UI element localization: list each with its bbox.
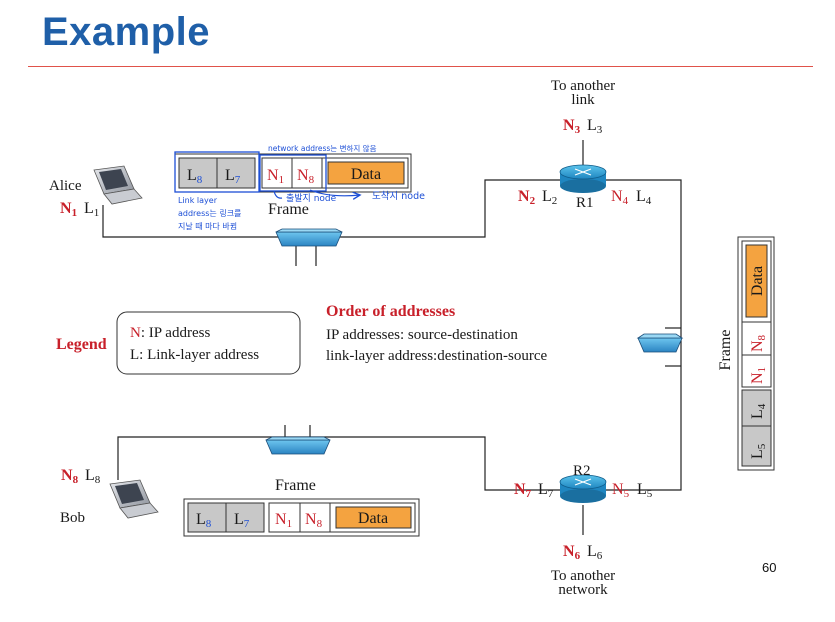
svg-text:L6: L6	[587, 543, 603, 562]
annotation-link-layer-2: address는 링크를	[178, 208, 241, 218]
r2-label: R2	[573, 463, 591, 479]
alice-name: Alice	[49, 178, 82, 194]
svg-text:N1: N1	[267, 167, 284, 186]
r2-right-addresses: N5 L5	[612, 481, 653, 500]
svg-text:L3: L3	[587, 117, 603, 136]
svg-text:N8: N8	[297, 167, 315, 186]
svg-text:L4: L4	[749, 403, 768, 419]
bob-n: N	[61, 467, 73, 484]
laptop-alice-icon	[93, 165, 143, 205]
bob-n-sub: 8	[73, 474, 79, 486]
annotation-link-layer-3: 지날 때 마다 바뀜	[178, 221, 237, 231]
r2-bottom-caption-2: network	[558, 582, 608, 598]
bob-addresses: N8 L8	[61, 467, 101, 486]
order-line-1: IP addresses: source-destination	[326, 327, 518, 343]
frame-bottom: L8 L7 N1 N8 Data	[183, 498, 420, 537]
r1-right-addresses: N4 L4	[611, 188, 652, 207]
svg-text:N6: N6	[563, 543, 581, 562]
bob-name: Bob	[60, 510, 85, 526]
legend-title: Legend	[56, 336, 107, 353]
svg-text:N1: N1	[749, 367, 768, 384]
legend-ip: N: IP address	[130, 325, 210, 341]
annotation-network-address: network address는 변하지 않음	[268, 143, 377, 153]
svg-text:N1: N1	[60, 200, 77, 219]
svg-text:Data: Data	[749, 266, 766, 296]
title-divider	[28, 66, 813, 67]
switch-top	[275, 228, 343, 266]
svg-text:L8: L8	[196, 511, 212, 530]
alice-l: L	[84, 200, 94, 217]
svg-text:L5: L5	[749, 443, 768, 459]
svg-text:L7: L7	[538, 481, 554, 500]
bob-l: L	[85, 467, 95, 484]
svg-text:N5: N5	[612, 481, 630, 500]
r1-left-addresses: N2 L2	[518, 188, 557, 207]
router-r2	[559, 474, 607, 503]
router-r1	[559, 164, 607, 193]
annotation-dest-arrow	[309, 189, 360, 196]
link-alice-r1	[102, 179, 560, 238]
switch-right	[636, 327, 684, 367]
svg-text:N4: N4	[611, 188, 629, 207]
svg-text:N1: N1	[275, 511, 292, 530]
r2-bottom-caption-1: To another	[551, 568, 615, 584]
svg-text:N7: N7	[514, 481, 532, 500]
frame-top: L8 L7 N1 N8 Data	[174, 151, 412, 193]
annotation-link-layer-1: Link layer	[178, 196, 218, 205]
svg-text:Data: Data	[358, 510, 388, 527]
alice-l-sub: 1	[94, 207, 100, 219]
svg-text:L7: L7	[234, 511, 250, 530]
annotation-start-node: 출발지 node	[286, 193, 337, 204]
annotation-start-arrow	[273, 190, 283, 199]
svg-text:Data: Data	[351, 166, 381, 183]
annotation-dest-node: 도착지 node	[372, 191, 425, 202]
r2-left-addresses: N7 L7	[514, 481, 554, 500]
r1-top-caption-2: link	[571, 92, 595, 108]
alice-n: N	[60, 200, 72, 217]
slide-title: Example	[42, 10, 211, 54]
r1-top-addresses: N3 L3	[563, 117, 603, 136]
switch-bottom	[265, 425, 331, 455]
svg-text:N2: N2	[518, 188, 536, 207]
svg-text:N3: N3	[563, 117, 581, 136]
frame-right: Data N8 N1 L4 L5	[737, 236, 775, 471]
order-title: Order of addresses	[326, 303, 455, 320]
order-line-2: link-layer address:destination-source	[326, 348, 548, 364]
frame-top-label: Frame	[268, 201, 309, 218]
r1-top-caption-1: To another	[551, 78, 615, 94]
svg-text:L5: L5	[637, 481, 653, 500]
alice-addresses: N1 L1	[60, 200, 99, 219]
bob-l-sub: 8	[95, 474, 101, 486]
svg-text:L4: L4	[636, 188, 652, 207]
r1-label: R1	[576, 195, 594, 211]
svg-text:L7: L7	[225, 167, 241, 186]
svg-text:L2: L2	[542, 188, 557, 207]
svg-text:N8: N8	[305, 511, 323, 530]
alice-n-sub: 1	[72, 207, 78, 219]
laptop-bob-icon	[109, 479, 159, 519]
svg-text:L8: L8	[187, 167, 203, 186]
svg-text:N8: N8	[61, 467, 79, 486]
svg-text:L8: L8	[85, 467, 101, 486]
link-r1-r2	[605, 179, 682, 491]
frame-bottom-label: Frame	[275, 477, 316, 494]
frame-right-label: Frame	[717, 330, 734, 371]
r2-bottom-addresses: N6 L6	[563, 543, 603, 562]
legend-link: L: Link-layer address	[130, 347, 259, 363]
legend-box	[116, 311, 301, 375]
svg-text:L1: L1	[84, 200, 99, 219]
page-number: 60	[762, 560, 777, 575]
link-r2-bob	[117, 436, 560, 491]
svg-text:N8: N8	[749, 334, 768, 352]
network-links	[102, 140, 682, 535]
